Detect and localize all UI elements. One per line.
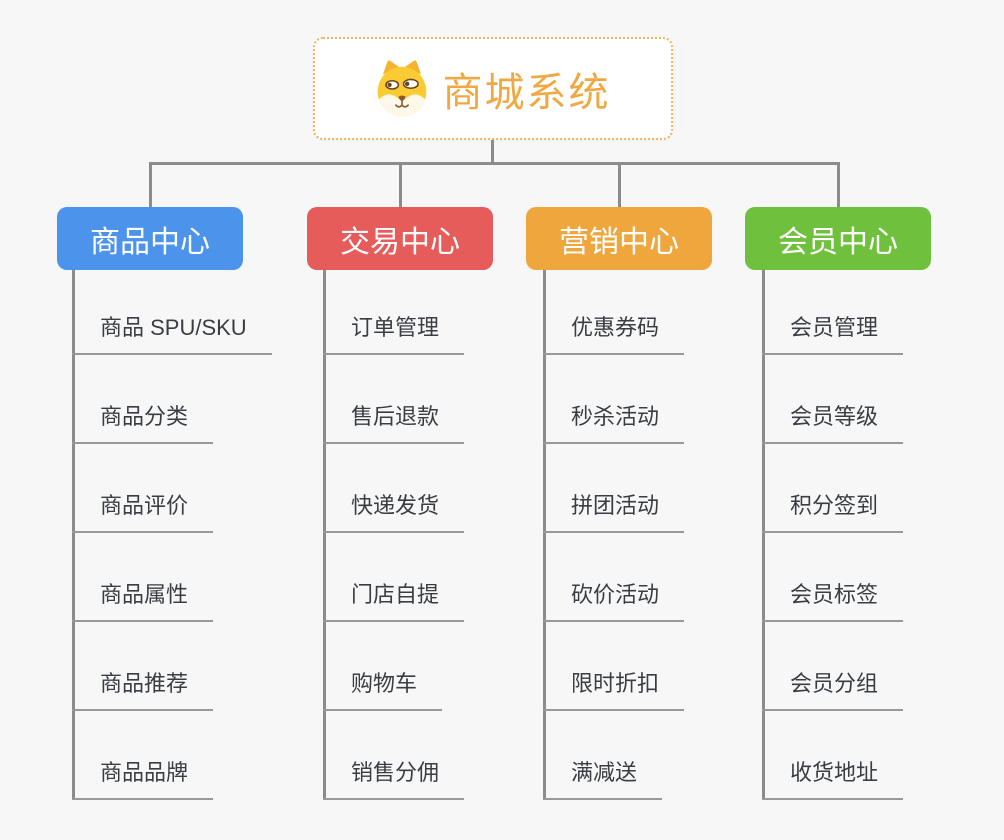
drop-connector-3 (836, 162, 840, 209)
root-node[interactable]: 商城系统 (313, 37, 673, 140)
leaf-node[interactable]: 拼团活动 (543, 489, 685, 533)
dog-face-icon (376, 59, 428, 118)
branch-label: 交易中心 (340, 225, 460, 259)
trunk-connector (543, 270, 546, 800)
leaf-node[interactable]: 商品推荐 (72, 667, 214, 711)
leaf-node[interactable]: 商品 SPU/SKU (72, 311, 272, 355)
leaf-node[interactable]: 快递发货 (323, 489, 465, 533)
branch-node-0[interactable]: 商品中心 (57, 207, 243, 270)
branch-children-0: 商品 SPU/SKU 商品分类商品评价商品属性商品推荐商品品牌 (72, 270, 314, 802)
branch-children-2: 优惠券码秒杀活动拼团活动砍价活动限时折扣满减送 (543, 270, 785, 802)
leaf-node[interactable]: 售后退款 (323, 400, 465, 444)
leaf-node[interactable]: 会员标签 (762, 578, 904, 622)
leaf-node[interactable]: 商品评价 (72, 489, 214, 533)
branch-label: 营销中心 (559, 225, 679, 259)
branch-children-1: 订单管理售后退款快递发货门店自提购物车销售分佣 (323, 270, 565, 802)
leaf-node[interactable]: 销售分佣 (323, 756, 465, 800)
leaf-node[interactable]: 商品属性 (72, 578, 214, 622)
drop-connector-2 (617, 162, 621, 209)
leaf-node[interactable]: 购物车 (323, 667, 443, 711)
leaf-node[interactable]: 积分签到 (762, 489, 904, 533)
leaf-node[interactable]: 门店自提 (323, 578, 465, 622)
drop-connector-1 (398, 162, 402, 209)
leaf-node[interactable]: 会员等级 (762, 400, 904, 444)
leaf-node[interactable]: 商品分类 (72, 400, 214, 444)
root-connector (491, 140, 494, 165)
drop-connector-0 (148, 162, 152, 209)
branch-label: 会员中心 (778, 225, 898, 259)
root-title: 商城系统 (442, 70, 611, 115)
leaf-node[interactable]: 商品品牌 (72, 756, 214, 800)
leaf-node[interactable]: 秒杀活动 (543, 400, 685, 444)
leaf-node[interactable]: 满减送 (543, 756, 663, 800)
leaf-node[interactable]: 收货地址 (762, 756, 904, 800)
trunk-connector (323, 270, 326, 800)
trunk-connector (72, 270, 75, 800)
trunk-connector (762, 270, 765, 800)
leaf-node[interactable]: 优惠券码 (543, 311, 685, 355)
branch-node-3[interactable]: 会员中心 (745, 207, 931, 270)
leaf-node[interactable]: 限时折扣 (543, 667, 685, 711)
branch-label: 商品中心 (90, 225, 210, 259)
branch-node-1[interactable]: 交易中心 (307, 207, 493, 270)
leaf-node[interactable]: 砍价活动 (543, 578, 685, 622)
leaf-node[interactable]: 会员管理 (762, 311, 904, 355)
branch-node-2[interactable]: 营销中心 (526, 207, 712, 270)
bus-connector (148, 162, 840, 165)
leaf-node[interactable]: 会员分组 (762, 667, 904, 711)
leaf-node[interactable]: 订单管理 (323, 311, 465, 355)
branch-children-3: 会员管理会员等级积分签到会员标签会员分组收货地址 (762, 270, 1004, 802)
